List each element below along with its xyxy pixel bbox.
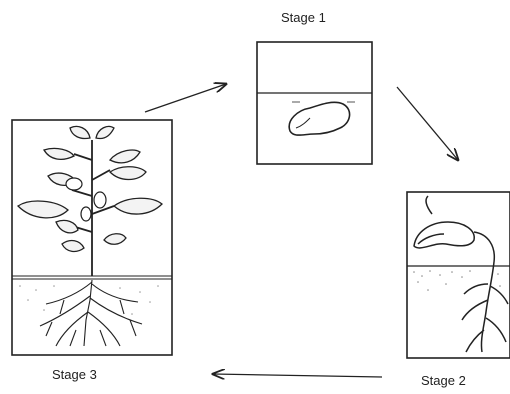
soil-speckles — [413, 270, 501, 291]
soil-texture — [19, 285, 159, 315]
stage-1-label: Stage 1 — [281, 10, 326, 25]
leaf-icons — [18, 126, 162, 251]
ground-line — [12, 276, 172, 279]
roots-icon — [40, 280, 142, 346]
arrow-stage3-to-stage1 — [145, 84, 226, 112]
arrow-stage1-to-stage2 — [397, 87, 458, 160]
cycle-arrows — [145, 84, 458, 377]
stage-3-label: Stage 3 — [52, 367, 97, 382]
seedling-icon — [414, 196, 508, 352]
stage-1-panel — [257, 42, 372, 164]
flower-icons — [66, 178, 106, 221]
seed-icon — [289, 102, 349, 135]
arrow-stage2-to-stage3 — [213, 374, 382, 377]
stage-2-label: Stage 2 — [421, 373, 466, 388]
stage-2-panel — [407, 192, 510, 358]
plant-stem-icon — [72, 140, 114, 276]
stage-3-panel — [12, 120, 172, 355]
